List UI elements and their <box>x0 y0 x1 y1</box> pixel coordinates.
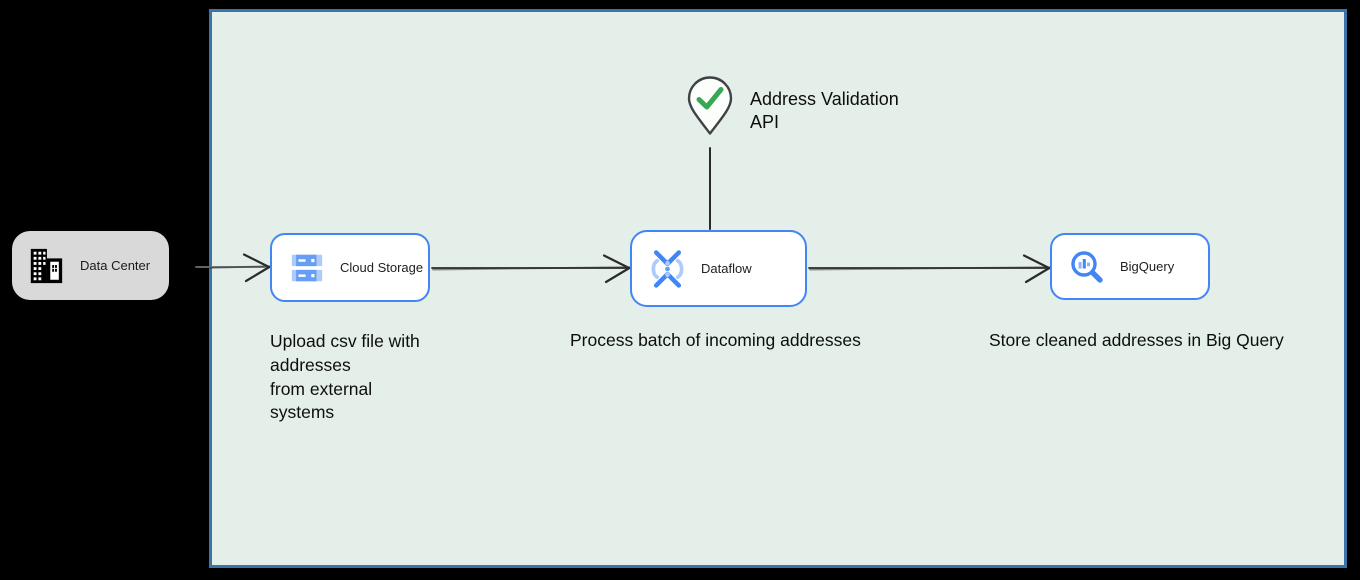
node-dataflow[interactable]: Dataflow <box>630 230 807 307</box>
node-label: Dataflow <box>701 261 752 276</box>
caption-dataflow: Process batch of incoming addresses <box>570 330 861 350</box>
caption-cloud-storage: Upload csv file with addresses from exte… <box>270 331 420 423</box>
bigquery-icon <box>1069 249 1105 285</box>
node-label: Cloud Storage <box>340 260 424 275</box>
node-data-center[interactable]: Data Center <box>12 231 169 300</box>
node-cloud-storage[interactable]: Cloud Storage <box>270 233 430 302</box>
building-icon <box>27 248 65 284</box>
node-label: Data Center <box>80 258 151 273</box>
node-label: BigQuery <box>1120 259 1175 274</box>
map-pin-check-icon[interactable] <box>686 76 734 136</box>
cloud-storage-icon <box>289 251 325 285</box>
node-bigquery[interactable]: BigQuery <box>1050 233 1210 300</box>
api-label: Address Validation API <box>750 89 899 132</box>
dataflow-icon <box>649 249 686 289</box>
caption-bigquery: Store cleaned addresses in Big Query <box>989 330 1284 350</box>
